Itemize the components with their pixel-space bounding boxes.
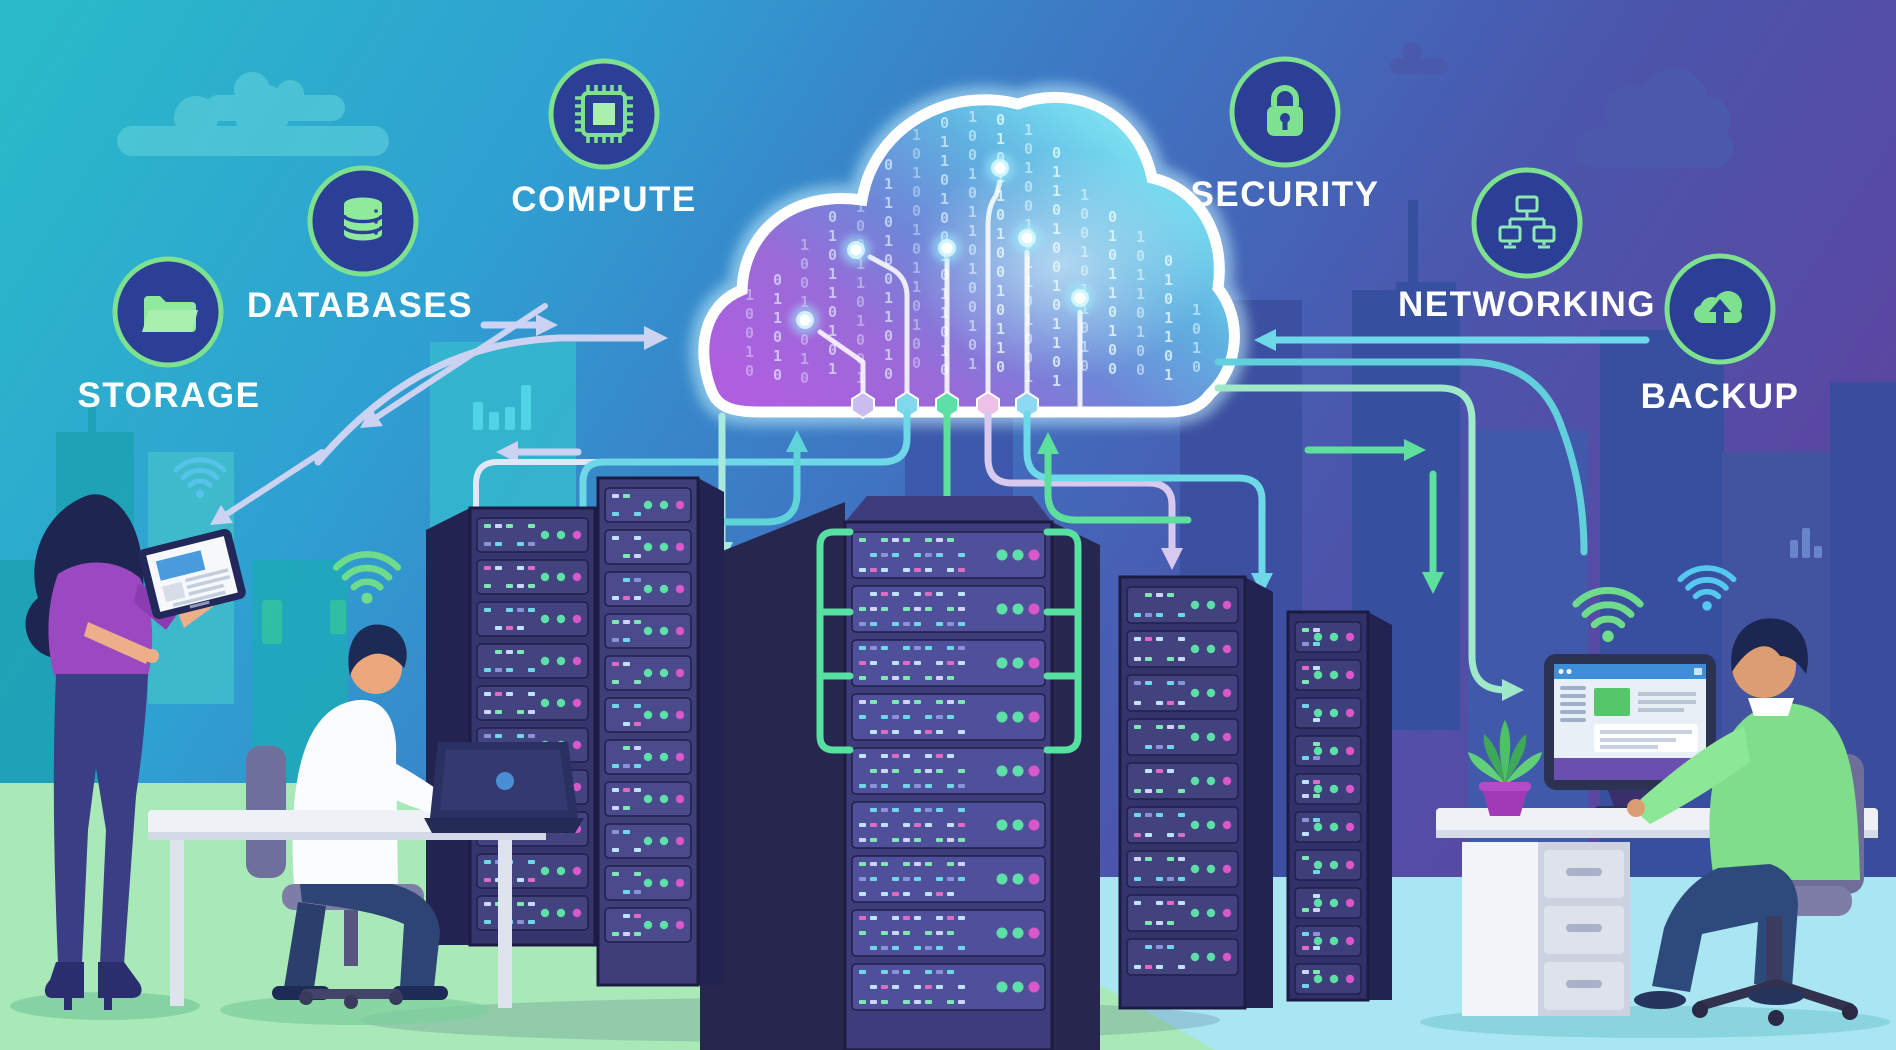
server-rack-3 [843, 496, 1054, 1050]
tablet-header-block [155, 550, 206, 581]
wifi-icon-green-right [1572, 587, 1644, 643]
chair-post [344, 910, 358, 966]
woman-pants [53, 674, 149, 964]
man1-legs [300, 884, 440, 988]
rack-side-wedge-left [700, 502, 845, 1050]
circuit-glow-nodes [790, 153, 1095, 335]
folder-icon [142, 296, 198, 332]
man-at-monitor-scene [1436, 618, 1878, 1026]
padlock-icon [1267, 85, 1303, 136]
chair2-base [1695, 978, 1855, 1013]
woman-heel [98, 962, 142, 998]
sky-cloud-right [1390, 42, 1733, 168]
man2-collar [1748, 698, 1794, 716]
laptop [424, 742, 584, 833]
service-badge-compute [548, 58, 660, 170]
service-badge-networking [1471, 167, 1583, 279]
security-label: SECURITY [1191, 175, 1380, 214]
sky-cloud-left [117, 72, 389, 156]
cpu-chip-icon [575, 85, 633, 143]
man2-shoe [1634, 991, 1686, 1009]
cloud-upload-icon [1694, 291, 1742, 323]
desk-left-leg2 [498, 836, 512, 1008]
man1-leg2 [284, 902, 326, 988]
woman-forearm2 [84, 622, 152, 664]
center-rack-brackets [816, 528, 1082, 754]
man2-hand [1627, 799, 1645, 817]
man1-arm [348, 744, 452, 816]
backup-label: BACKUP [1641, 377, 1800, 416]
wifi-icon-blue-left [173, 457, 227, 498]
storage-label: STORAGE [78, 376, 261, 415]
wifi-icon-blue-right [1677, 565, 1737, 611]
man2-legs [1652, 864, 1798, 992]
woman-heel2 [44, 962, 84, 998]
service-badge-databases [307, 165, 419, 277]
man1-hair [348, 624, 407, 676]
databases-label: DATABASES [247, 286, 473, 325]
database-icon [342, 197, 384, 241]
bar-chart-icon-left [473, 385, 531, 430]
man1-shoe2 [392, 986, 448, 1000]
compute-label: COMPUTE [511, 180, 697, 219]
network-nodes-icon [1498, 195, 1556, 249]
man2-hair [1731, 618, 1808, 674]
laptop-logo [496, 772, 514, 790]
networking-label: NETWORKING [1398, 285, 1656, 324]
desk-right-pedestal [1462, 842, 1538, 1016]
wifi-icon-green-left [332, 551, 402, 604]
desk-left-leg [170, 836, 184, 1006]
service-badge-backup [1664, 253, 1776, 365]
chair2-post [1766, 916, 1782, 982]
service-badge-security [1229, 56, 1341, 168]
server-rack-5 [1286, 610, 1392, 1002]
service-badge-storage [112, 256, 224, 368]
potted-plant [1468, 720, 1542, 816]
cloud-illustration: 1001001101010011010010110101100110100101… [689, 83, 1249, 426]
server-rack-2 [596, 476, 724, 987]
man2-arm [1632, 726, 1750, 824]
monitor-titlebar [1554, 664, 1706, 679]
man-at-laptop [148, 624, 584, 1009]
man2-shoe2 [1748, 987, 1804, 1005]
green-bars-decor [262, 600, 346, 644]
circuit-traces [817, 179, 1083, 409]
woman-with-tablet [25, 494, 246, 1010]
monitor [1544, 654, 1716, 816]
monitor-bottom-bezel [1554, 758, 1706, 780]
connector-hexagons [851, 390, 1039, 420]
monitor-green-panel [1594, 688, 1630, 716]
tablet [138, 528, 246, 620]
bar-chart-icon-right [1790, 528, 1822, 558]
server-rack-4 [1118, 575, 1273, 1010]
rack-side-wedge-right [1052, 522, 1100, 1050]
